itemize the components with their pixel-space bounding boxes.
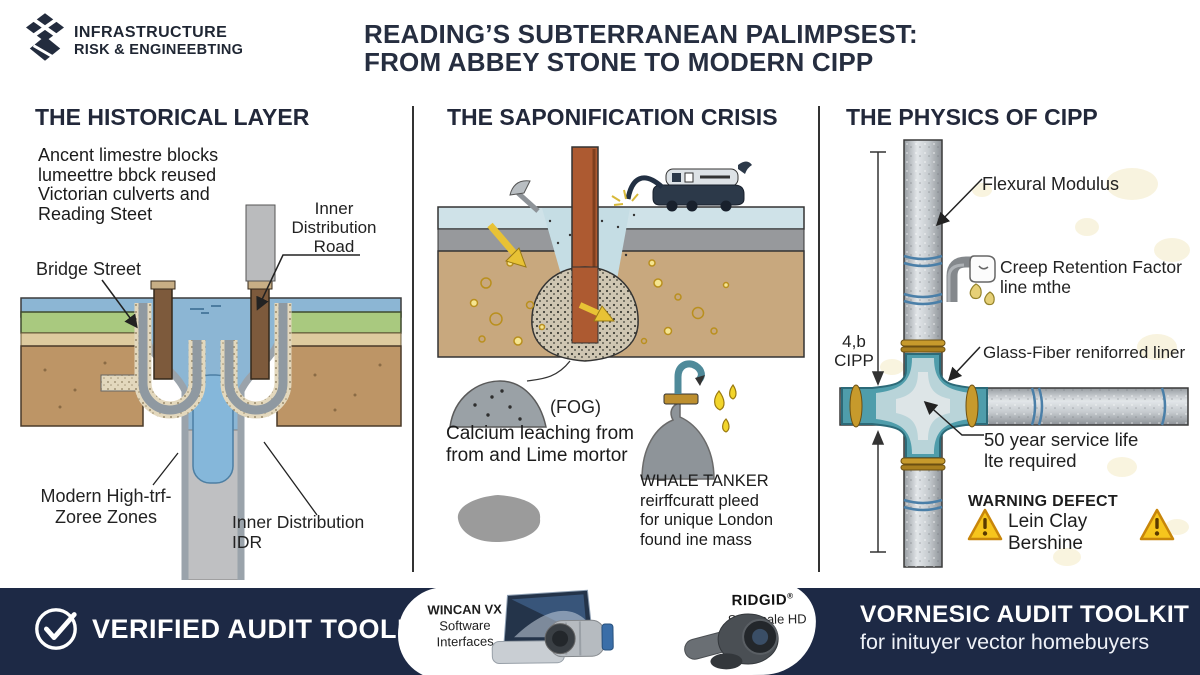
- label-modern-zones: Modern High-trf- Zoree Zones: [40, 486, 172, 527]
- wincan-laptop-camera-icon: [491, 589, 614, 665]
- label-warning-text: Lein Clay Bershine: [1008, 511, 1088, 554]
- fog-leader: [526, 360, 571, 382]
- label-fog: (FOG): [550, 397, 601, 417]
- soap-mass-icon: [457, 495, 541, 542]
- fog-bubbles: [469, 259, 730, 346]
- footer-capsule: WINCAN VX Software Interfaces RIDGID® Se…: [397, 582, 817, 675]
- warning-triangle-icon: [1139, 508, 1175, 541]
- label-bridge-street: Bridge Street: [36, 259, 142, 279]
- fog-mound-icon: [449, 380, 547, 428]
- verified-check-logo: [35, 608, 77, 650]
- label-calcium: Calcium leaching from from and Lime mort…: [446, 423, 634, 466]
- label-creep-retention: Creep Retention Factor line mthe: [1000, 257, 1182, 297]
- pipe-joints: [903, 254, 943, 512]
- label-cipp-dimension: 4,b CIPP: [834, 332, 874, 370]
- glass-fiber-leader: [947, 346, 981, 382]
- panel-divider-left: [412, 106, 414, 572]
- label-whale-tanker: WHALE TANKER reirffcuratt pleed for uniq…: [640, 472, 774, 549]
- historical-cross-section-diagram: [20, 204, 402, 580]
- leaching-arrows: [487, 222, 616, 322]
- fog-drips: [714, 383, 737, 433]
- footer-right-subtitle: for inituyer vector homebuyers: [860, 630, 1150, 654]
- dimension-line: [870, 151, 886, 553]
- brand-name-line1: INFRASTRUCTURE: [74, 24, 228, 41]
- spray: [611, 189, 639, 206]
- label-service-life: 50 year service life lte required: [984, 429, 1139, 471]
- footer-right-title: VORNESIC AUDIT TOOLKIT: [860, 601, 1190, 628]
- creep-retention-icon: [946, 255, 996, 306]
- ridgid-brand: RIDGID®: [731, 591, 794, 610]
- cipp-diagram: [839, 139, 1190, 568]
- label-inner-distribution-idr: Inner Distribution IDR: [232, 512, 365, 552]
- footer-left-title: VERIFIED AUDIT TOOLKIT: [92, 614, 443, 644]
- panel-divider-right: [818, 106, 820, 572]
- historical-heading: THE HISTORICAL LAYER: [35, 104, 310, 130]
- background-blotches: [880, 168, 1190, 566]
- flexural-leader: [935, 178, 983, 227]
- label-glass-fiber: Glass-Fiber reniforred liner: [983, 343, 1186, 362]
- label-warning-defect: WARNING DEFECT: [968, 493, 1118, 510]
- warning-triangle-icon: [967, 508, 1003, 541]
- road-column: [245, 204, 276, 282]
- idr-culvert: [220, 204, 292, 419]
- inner-idr-leader: [263, 441, 318, 516]
- ridgid-camera-icon: [684, 613, 779, 670]
- page-title-line2: FROM ABBEY STONE TO MODERN CIPP: [364, 47, 874, 77]
- right-bank: [276, 311, 402, 427]
- modern-zones-leader: [152, 452, 179, 486]
- page-title-line1: READING’S SUBTERRANEAN PALIMPSEST:: [364, 19, 918, 49]
- saponification-diagram: [437, 146, 805, 542]
- bridge-street-leader: [101, 279, 138, 329]
- label-inner-distribution-road: Inner Distribution Road: [291, 199, 377, 256]
- suction-hose: [625, 175, 664, 200]
- bridge-street-culvert: [134, 280, 206, 419]
- physics-heading: THE PHYSICS OF CIPP: [846, 104, 1098, 130]
- left-bank: [20, 311, 144, 427]
- service-life-leader: [923, 401, 984, 436]
- resin-drops: [969, 283, 995, 306]
- tanker-vehicle: [611, 161, 752, 212]
- saponification-heading: THE SAPONIFICATION CRISIS: [447, 104, 778, 130]
- brand-name-line2: RISK & ENGINEEBTING: [74, 42, 244, 58]
- idr-road-leader: [256, 254, 360, 311]
- infrastructure-logo-icon: [26, 13, 64, 61]
- label-flexural-modulus: Flexural Modulus: [982, 174, 1120, 194]
- pickaxe-icon: [509, 180, 540, 213]
- whale-tanker-icon: [641, 360, 737, 480]
- historical-intro: Ancent limestre blocks lumeettre bbck re…: [38, 145, 219, 224]
